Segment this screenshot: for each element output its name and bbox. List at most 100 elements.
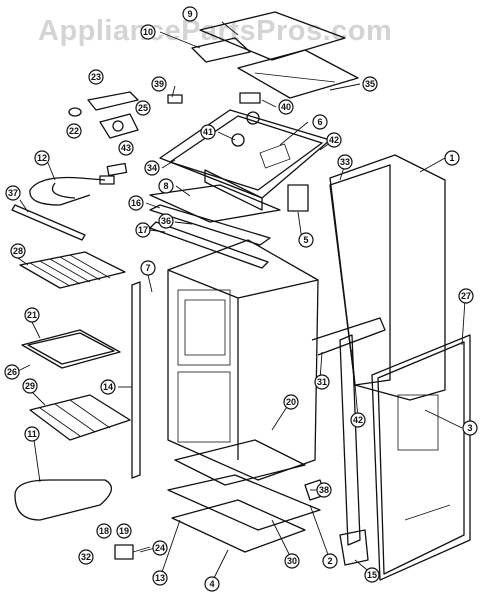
callout-34: 34	[144, 160, 160, 176]
side-rails	[311, 317, 386, 546]
callout-37: 37	[5, 185, 21, 201]
callout-2: 2	[322, 553, 338, 569]
callout-1: 1	[444, 150, 460, 166]
svg-text:35: 35	[365, 79, 375, 89]
callout-42-top: 42	[326, 132, 342, 148]
svg-text:25: 25	[138, 103, 148, 113]
svg-text:36: 36	[161, 216, 171, 226]
top-cover-panel	[191, 11, 359, 99]
svg-text:43: 43	[121, 143, 131, 153]
svg-text:16: 16	[131, 198, 141, 208]
svg-text:4: 4	[209, 579, 214, 589]
callout-40: 40	[278, 99, 294, 115]
rear-panel	[329, 154, 446, 401]
callout-26: 26	[4, 364, 20, 380]
callout-16: 16	[128, 195, 144, 211]
oven-door	[371, 334, 471, 581]
callout-24: 24	[152, 540, 168, 556]
broil-element	[29, 175, 115, 206]
callout-29: 20	[283, 394, 299, 410]
bake-element	[14, 479, 112, 521]
callout-21: 21	[24, 307, 40, 323]
svg-text:10: 10	[143, 27, 153, 37]
callout-36: 36	[158, 213, 174, 229]
callout-30: 30	[284, 553, 300, 569]
callout-17: 17	[135, 222, 151, 238]
svg-text:11: 11	[27, 429, 37, 439]
oven-rack-middle	[21, 329, 121, 369]
callout-28: 28	[10, 243, 26, 259]
callout-41: 41	[200, 124, 216, 140]
svg-text:9: 9	[187, 9, 192, 19]
svg-text:14: 14	[103, 382, 113, 392]
callout-18: 18	[96, 523, 112, 539]
callout-14: 14	[100, 379, 116, 395]
callout-11: 11	[24, 426, 40, 442]
callout-5: 5	[298, 232, 314, 248]
svg-text:28: 28	[13, 246, 23, 256]
callout-12: 12	[34, 150, 50, 166]
terminal-block	[287, 184, 309, 212]
svg-text:19: 19	[119, 526, 129, 536]
oven-rack-upper	[19, 251, 126, 289]
callout-33: 33	[337, 154, 353, 170]
svg-text:21: 21	[27, 310, 37, 320]
svg-text:26: 26	[7, 367, 17, 377]
svg-text:17: 17	[138, 225, 148, 235]
callout-32: 32	[78, 549, 94, 565]
callout-42: 42	[350, 412, 366, 428]
svg-text:7: 7	[145, 263, 150, 273]
insulation-pad	[106, 162, 128, 177]
oven-top-shield	[159, 109, 331, 211]
callout-13: 13	[152, 570, 168, 586]
callout-31: 31	[314, 374, 330, 390]
svg-text:41: 41	[203, 127, 213, 137]
callout-25: 25	[135, 100, 151, 116]
callout-22: 22	[66, 123, 82, 139]
svg-text:24: 24	[155, 543, 165, 553]
callout-43: 43	[118, 140, 134, 156]
svg-text:2: 2	[327, 556, 332, 566]
svg-text:33: 33	[340, 157, 350, 167]
callout-8: 8	[158, 178, 174, 194]
svg-text:8: 8	[163, 181, 168, 191]
callout-9: 9	[182, 6, 198, 22]
svg-text:39: 39	[154, 79, 164, 89]
svg-text:1: 1	[449, 153, 454, 163]
svg-text:13: 13	[155, 573, 165, 583]
svg-text:32: 32	[81, 552, 91, 562]
callout-10: 10	[140, 24, 156, 40]
svg-text:29: 29	[25, 381, 35, 391]
svg-text:38: 38	[319, 485, 329, 495]
svg-text:20: 20	[286, 397, 296, 407]
callout-39: 39	[151, 76, 167, 92]
callout-4: 4	[204, 576, 220, 592]
callout-23: 23	[88, 69, 104, 85]
callout-35: 35	[362, 76, 378, 92]
svg-text:40: 40	[281, 102, 291, 112]
svg-text:12: 12	[37, 153, 47, 163]
callout-29-rack: 29	[22, 378, 38, 394]
igniter-bracket	[68, 91, 261, 139]
svg-text:23: 23	[91, 72, 101, 82]
oven-cavity	[167, 239, 319, 481]
bottom-panels	[167, 439, 326, 553]
callout-7: 7	[140, 260, 156, 276]
svg-text:6: 6	[317, 117, 322, 127]
svg-text:5: 5	[303, 235, 308, 245]
svg-text:42: 42	[329, 135, 339, 145]
svg-text:42: 42	[353, 415, 363, 425]
callout-6: 6	[312, 114, 328, 130]
callout-27: 27	[458, 288, 474, 304]
svg-text:3: 3	[467, 423, 472, 433]
callout-3: 3	[462, 420, 478, 436]
oven-rack-lower	[29, 394, 131, 441]
svg-text:27: 27	[461, 291, 471, 301]
svg-text:37: 37	[8, 188, 18, 198]
callout-38: 38	[316, 482, 332, 498]
side-trim-strip	[131, 281, 141, 479]
callout-19: 19	[116, 523, 132, 539]
leader-lines	[15, 21, 466, 583]
svg-text:15: 15	[367, 570, 377, 580]
callout-15: 15	[364, 567, 380, 583]
